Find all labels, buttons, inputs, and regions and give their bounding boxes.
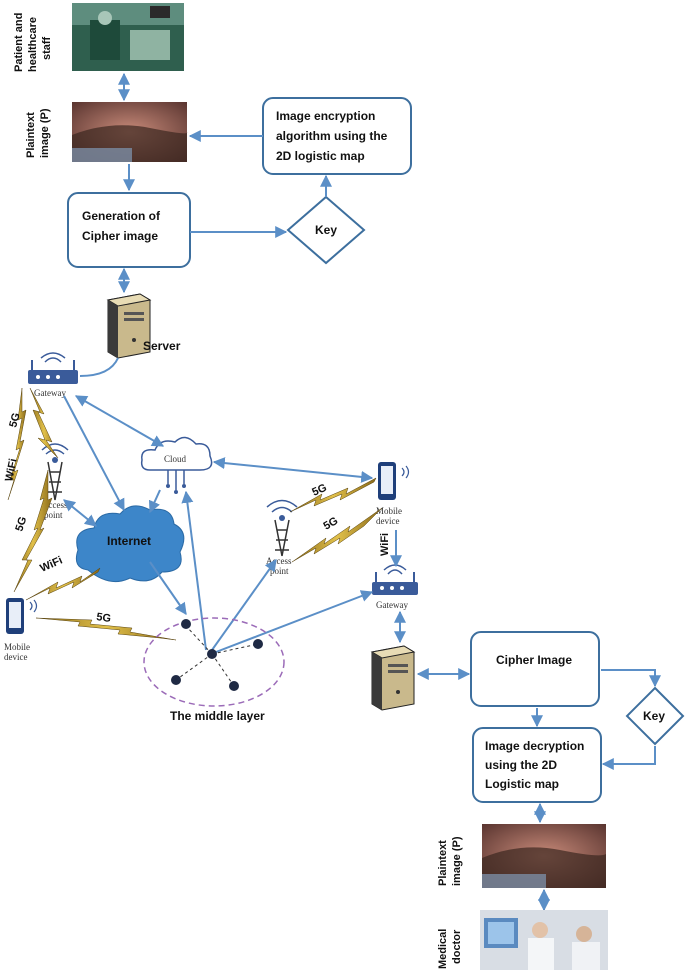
encryption-box-line3: 2D logistic map [276,149,365,163]
svg-text:Plaintext: Plaintext [437,840,449,886]
internet-cloud [75,505,185,583]
svg-text:Medical: Medical [437,929,449,969]
link-server-gateway [79,357,119,377]
lightning-links [7,387,383,641]
generation-box-line2: Cipher image [82,229,158,243]
svg-text:doctor: doctor [451,929,463,964]
conn-label-5g-4: 5G [310,482,328,499]
plaintext-label-top: Plaintext image (P) [25,108,51,158]
cipher-image-box [470,631,600,707]
server-icon-top [106,293,152,359]
mobile-label-right-2: device [376,516,399,526]
mobile-device-icon-right [378,462,410,500]
key-label-bottom: Key [643,709,665,723]
plaintext-image-bottom [482,824,606,888]
svg-text:staff: staff [41,36,53,60]
decryption-box-line3: Logistic map [485,777,559,791]
conn-label-5g-5: 5G [322,515,341,533]
middle-layer-nodes [171,619,263,691]
patient-label: Patient and healthcare staff [13,13,53,72]
svg-text:image (P): image (P) [451,836,463,886]
plaintext-label-bottom: Plaintext image (P) [437,836,463,886]
conn-label-wifi-2: WiFi [38,554,64,574]
conn-label-5g-2: 5G [13,515,29,533]
generation-box-line1: Generation of [82,209,161,223]
cipher-image-label: Cipher Image [496,653,572,667]
encryption-box-line1: Image encryption [276,109,375,123]
mobile-device-icon-left [6,598,38,634]
arrow-key-decryption [601,746,656,770]
cloud-icon [140,436,213,494]
network-arrows [63,395,406,653]
decryption-box-line1: Image decryption [485,739,584,753]
conn-label-5g-1: 5G [7,411,22,428]
access-point-label-right-1: Access [266,556,292,566]
gateway-label-right: Gateway [376,600,408,610]
mobile-label-left-1: Mobile [4,642,30,652]
generation-box [67,192,191,268]
middle-layer-circle [143,617,285,707]
conn-label-5g-3: 5G [96,611,112,625]
encryption-box-line2: algorithm using the [276,129,388,143]
decryption-box-line2: using the 2D [485,758,557,772]
access-point-icon-left [41,443,69,501]
arrow-cipher-key [601,669,661,688]
gateway-icon-left [28,352,78,384]
plaintext-image-top [72,102,188,162]
svg-text:healthcare: healthcare [27,17,39,72]
middle-layer-label: The middle layer [170,709,265,723]
svg-text:image (P): image (P) [39,108,51,158]
conn-label-wifi-1: WiFi [3,458,20,483]
access-point-icon-right [266,499,298,557]
svg-text:Patient and: Patient and [13,13,25,72]
server-label: Server [143,339,181,353]
cloud-label: Cloud [164,454,187,464]
server-icon-bottom [370,645,416,711]
gateway-icon-right [372,564,418,595]
gateway-label-left: Gateway [34,388,66,398]
internet-label: Internet [107,534,151,548]
doctor-label: Medical doctor [437,929,463,969]
patient-staff-photo [72,3,184,71]
key-diamond-top [286,195,366,265]
svg-text:Plaintext: Plaintext [25,112,37,158]
decryption-box [472,727,602,803]
access-point-label-right-2: point [270,566,289,576]
key-diamond-bottom [625,686,685,746]
doctor-photo [480,910,608,970]
mobile-label-left-2: device [4,652,27,662]
access-point-label-left-1: Access [42,500,68,510]
mobile-label-right-1: Mobile [376,506,402,516]
key-label-top: Key [315,223,337,237]
access-point-label-left-2: point [44,510,63,520]
conn-label-wifi-3: WiFi [379,533,391,556]
